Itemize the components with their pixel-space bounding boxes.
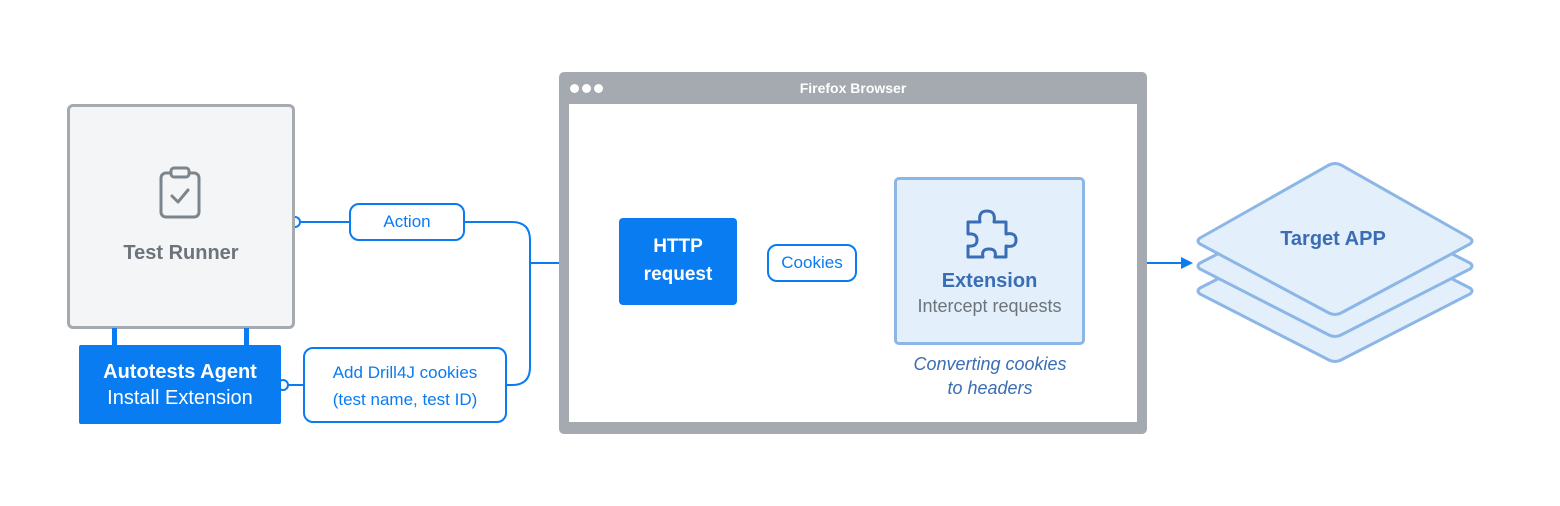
action-label-text: Action	[383, 212, 431, 231]
window-dot-1	[570, 84, 579, 93]
target-app-title: Target APP	[1280, 228, 1386, 250]
extension-box	[894, 177, 1085, 345]
connector-action-merge	[464, 221, 531, 263]
autotests-agent-box: Autotests Agent Install Extension	[79, 345, 281, 424]
add-cookies-label: Add Drill4J cookies (test name, test ID)	[303, 347, 507, 423]
window-dot-2	[582, 84, 591, 93]
extension-subtitle: Intercept requests	[917, 296, 1062, 316]
extension-title: Extension	[941, 270, 1038, 292]
cookies-label-text: Cookies	[781, 253, 843, 272]
runner-agent-link-left	[112, 328, 117, 346]
puzzle-piece-icon	[966, 209, 1018, 259]
action-label: Action	[349, 203, 465, 241]
add-cookies-line2: (test name, test ID)	[332, 390, 478, 409]
browser-title: Firefox Browser	[799, 80, 907, 96]
extension-note: Converting cookies to headers	[880, 352, 1100, 400]
connector-cookies-merge	[506, 263, 531, 386]
cookies-label: Cookies	[767, 244, 857, 282]
arrowhead-target	[1181, 257, 1193, 269]
test-runner-title: Test Runner	[123, 242, 239, 264]
extension-note-line2: to headers	[947, 378, 1033, 398]
stacked-layers-icon	[1196, 162, 1474, 363]
http-request-line2: request	[643, 264, 713, 285]
clipboard-check-icon	[159, 166, 201, 219]
target-layer-top	[1196, 162, 1474, 316]
runner-agent-link-right	[244, 328, 249, 346]
agent-subtitle: Install Extension	[107, 387, 253, 409]
extension-note-line1: Converting cookies	[913, 354, 1067, 374]
agent-title: Autotests Agent	[103, 361, 257, 383]
http-request-line1: HTTP	[653, 236, 703, 257]
http-request-box: HTTP request	[619, 218, 737, 305]
add-cookies-line1: Add Drill4J cookies	[332, 363, 478, 382]
window-dot-3	[594, 84, 603, 93]
